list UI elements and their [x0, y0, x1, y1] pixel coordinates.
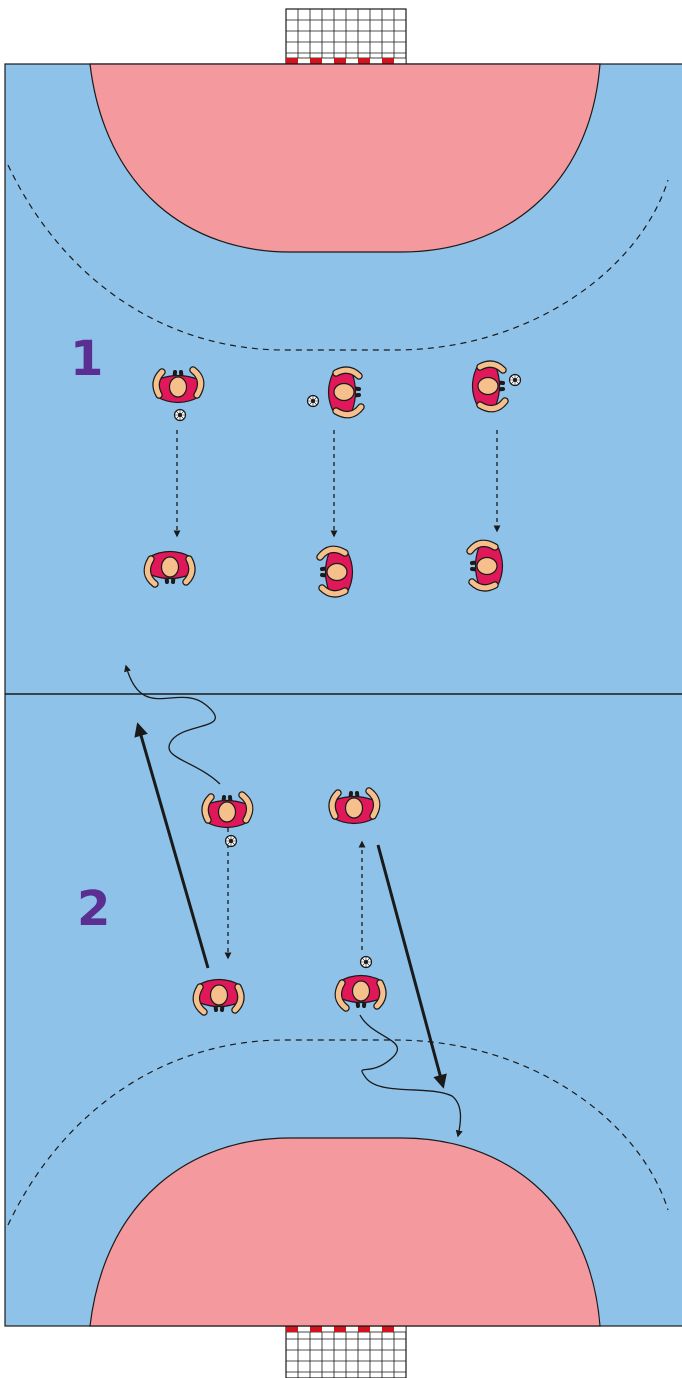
drill-1-passes: [173, 430, 501, 538]
long-pass-arrow: [134, 722, 210, 969]
ball-icon: [508, 373, 522, 387]
drill-2-movements: [124, 664, 463, 1138]
drill-1-label: 1: [70, 331, 103, 387]
dribble-path: [124, 664, 221, 785]
bottom-goal: [285, 1324, 407, 1378]
top-free-throw-line: [7, 164, 669, 351]
bottom-free-throw-line: [7, 1039, 669, 1226]
top-goal-area: [89, 63, 601, 253]
court-surface: [4, 63, 682, 1327]
long-pass-arrow: [376, 844, 447, 1089]
ball-icon: [359, 955, 373, 969]
ball-icon: [306, 394, 320, 408]
drill-2-label: 2: [77, 881, 110, 937]
ball-icon: [173, 408, 187, 422]
bottom-goal-area: [89, 1137, 601, 1327]
top-goal: [285, 8, 407, 66]
dribble-path: [359, 1014, 463, 1138]
ball-icon: [224, 834, 238, 848]
